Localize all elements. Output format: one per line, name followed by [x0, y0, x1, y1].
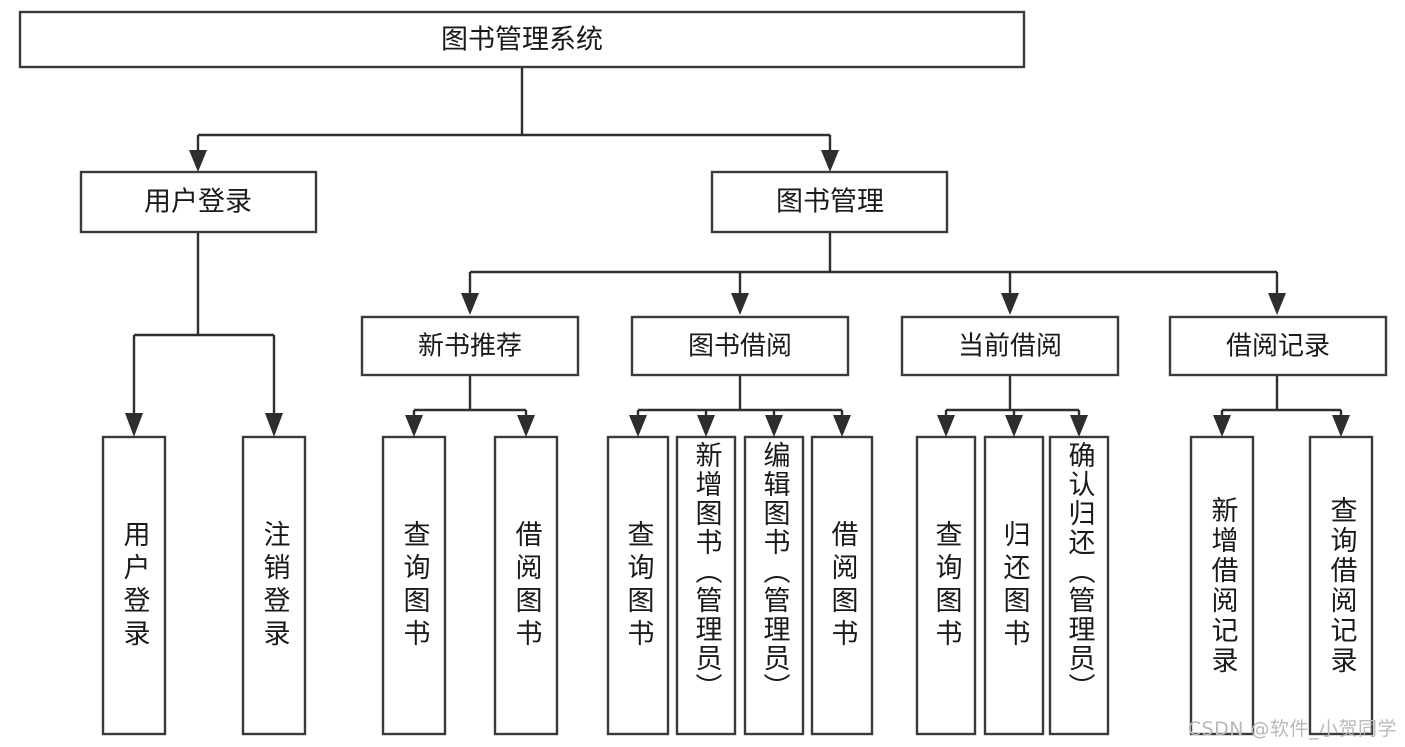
- arrow-leaf-record-add: [1213, 415, 1231, 437]
- node-new-book-label: 新书推荐: [418, 332, 522, 362]
- node-user-login-label: 用户登录: [144, 187, 252, 218]
- node-leaf-nb-query-box[interactable]: [381, 435, 447, 736]
- arrow-to-book-borrow: [731, 293, 749, 315]
- node-leaf-cb-query-box[interactable]: [915, 435, 977, 736]
- node-layer: 图书管理系统 用户登录 图书管理 新书推荐 图书借阅 当前借阅 借阅记录: [18, 10, 1388, 736]
- node-borrow-record-box[interactable]: [1168, 315, 1388, 377]
- node-leaf-nb-borrow-box[interactable]: [493, 435, 559, 736]
- node-root-label: 图书管理系统: [441, 25, 603, 56]
- arrow-leaf-borrow-query: [629, 415, 647, 437]
- node-borrow-record-label: 借阅记录: [1226, 332, 1330, 362]
- arrow-to-borrow-record: [1268, 293, 1286, 315]
- node-leaf-bb-lend-box[interactable]: [810, 435, 874, 736]
- arrow-leaf-record-query: [1332, 415, 1350, 437]
- node-root-box[interactable]: [18, 10, 1026, 69]
- node-book-borrow-label: 图书借阅: [688, 332, 792, 362]
- node-user-login-box[interactable]: [79, 170, 318, 234]
- arrow-leaf-borrow-add: [697, 415, 715, 437]
- node-current-borrow-box[interactable]: [900, 315, 1120, 377]
- node-leaf-cb-return-box[interactable]: [983, 435, 1045, 736]
- arrow-leaf-current-confirm: [1070, 415, 1088, 437]
- arrow-leaf-borrow-edit: [765, 415, 783, 437]
- node-current-borrow-label: 当前借阅: [958, 332, 1062, 362]
- node-book-borrow-box[interactable]: [630, 315, 850, 377]
- csdn-watermark: CSDN @软件_小贺同学: [1187, 718, 1397, 740]
- arrow-to-book-manage: [821, 150, 839, 172]
- node-leaf-bb-add-box[interactable]: [675, 435, 737, 736]
- node-new-book-box[interactable]: [360, 315, 580, 377]
- node-leaf-logout-box[interactable]: [241, 435, 307, 736]
- arrow-leaf-current-query: [937, 415, 955, 437]
- node-leaf-br-query-box[interactable]: [1308, 435, 1374, 736]
- arrow-leaf-user-login: [125, 413, 143, 437]
- arrow-to-current-borrow: [1001, 293, 1019, 315]
- node-leaf-bb-query-box[interactable]: [606, 435, 670, 736]
- arrow-to-user-login: [189, 150, 207, 172]
- arrow-leaf-logout: [265, 413, 283, 437]
- node-leaf-cb-confirm-box[interactable]: [1048, 435, 1110, 736]
- arrow-to-new-book: [461, 293, 479, 315]
- arrow-leaf-current-return: [1005, 415, 1023, 437]
- node-book-manage-box[interactable]: [710, 170, 949, 234]
- connector-layer: [125, 67, 1350, 437]
- node-leaf-bb-edit-box[interactable]: [743, 435, 805, 736]
- node-book-manage-label: 图书管理: [776, 187, 884, 218]
- arrow-leaf-newbook-query: [405, 415, 423, 437]
- arrow-leaf-newbook-borrow: [517, 415, 535, 437]
- node-leaf-br-add-box[interactable]: [1189, 435, 1255, 736]
- arrow-leaf-borrow-lend: [833, 415, 851, 437]
- node-leaf-user-login-box[interactable]: [101, 435, 167, 736]
